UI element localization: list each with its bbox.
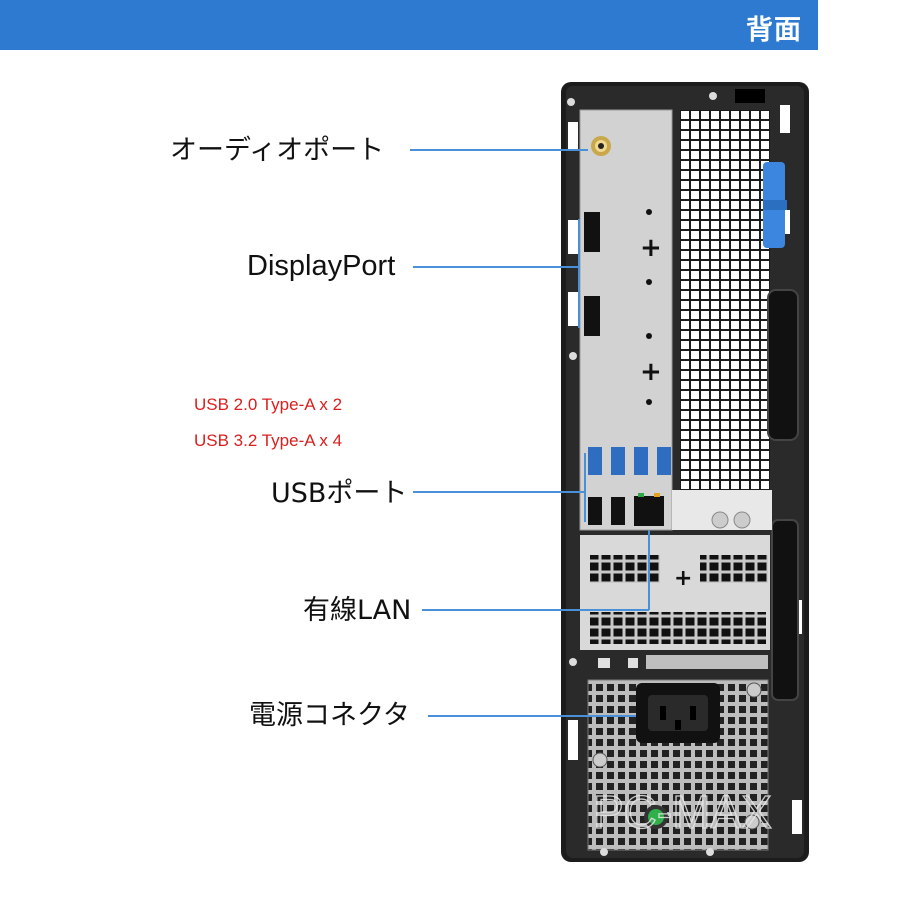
svg-text:+: + bbox=[640, 233, 662, 263]
usb-spec-line-1: USB 2.0 Type-A x 2 bbox=[194, 395, 343, 414]
displayport-2 bbox=[584, 296, 600, 336]
usb32-port-4 bbox=[657, 447, 671, 475]
watermark: PC-MAX bbox=[593, 786, 772, 838]
displayport-1 bbox=[584, 212, 600, 252]
callout-displayport: DisplayPort bbox=[247, 250, 396, 282]
leader-lines bbox=[410, 149, 650, 717]
usb32-port-2 bbox=[611, 447, 625, 475]
header-title: 背面 bbox=[746, 15, 802, 46]
usb20-port-2 bbox=[611, 497, 625, 525]
usb32-port-1 bbox=[588, 447, 602, 475]
header-bar: 背面 bbox=[0, 0, 818, 50]
callout-power-connector: 電源コネクタ bbox=[249, 700, 410, 731]
screw-hole-top-left bbox=[567, 98, 575, 106]
callout-usb-port: USBポート bbox=[271, 478, 408, 509]
callout-audio-port: オーディオポート bbox=[170, 135, 385, 166]
top-latch bbox=[735, 89, 765, 103]
usb32-port-3 bbox=[634, 447, 648, 475]
lan-port bbox=[634, 496, 664, 526]
screw-hole-top bbox=[709, 92, 717, 100]
svg-text:+: + bbox=[640, 357, 662, 387]
upper-vent-grid bbox=[680, 110, 770, 530]
callout-lan: 有線LAN bbox=[303, 595, 412, 626]
side-handle bbox=[767, 289, 799, 441]
svg-text:+: + bbox=[674, 566, 692, 591]
usb20-port-1 bbox=[588, 497, 602, 525]
usb-spec-line-2: USB 3.2 Type-A x 4 bbox=[194, 431, 343, 450]
